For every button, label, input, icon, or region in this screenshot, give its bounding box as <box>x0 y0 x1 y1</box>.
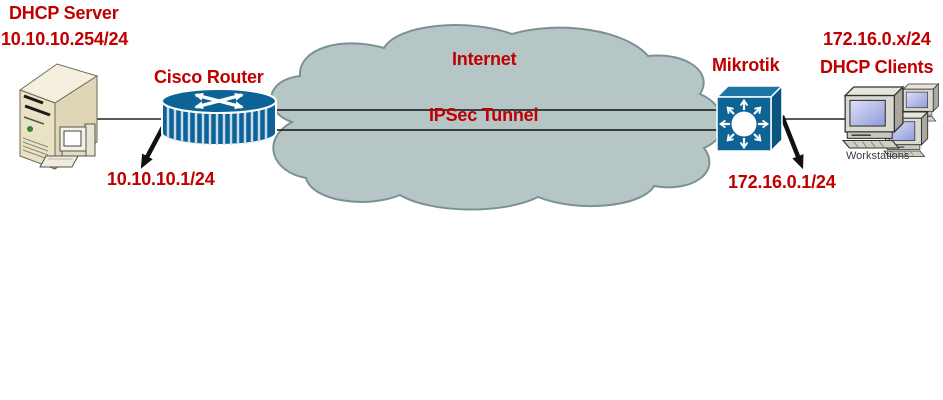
mikrotik-icon <box>715 84 784 153</box>
label-clients-subnet: 172.16.0.x/24 <box>823 29 931 49</box>
label-workstations: Workstations <box>846 150 910 162</box>
server-led <box>27 126 33 132</box>
label-mikrotik-lan-ip: 172.16.0.1/24 <box>728 172 836 192</box>
label-router-lan-ip: 10.10.10.1/24 <box>107 169 215 189</box>
server-console-icon <box>39 123 96 168</box>
ipsec-tunnel-lines <box>272 109 720 131</box>
label-dhcp-server: DHCP Server <box>9 3 119 23</box>
label-cisco-router: Cisco Router <box>154 67 264 87</box>
label-server-ip: 10.10.10.254/24 <box>1 29 129 49</box>
mikrotik-hub-glyph <box>731 111 757 137</box>
label-internet: Internet <box>452 49 517 69</box>
label-mikrotik: Mikrotik <box>712 55 780 75</box>
label-ipsec-tunnel: IPSec Tunnel <box>429 105 539 125</box>
dhcp-server-icon <box>18 63 99 170</box>
cisco-router-icon <box>161 88 277 146</box>
label-dhcp-clients: DHCP Clients <box>820 57 934 77</box>
mikrotik-lan-arrow <box>779 115 804 170</box>
router-arrows-glyph <box>194 92 244 110</box>
